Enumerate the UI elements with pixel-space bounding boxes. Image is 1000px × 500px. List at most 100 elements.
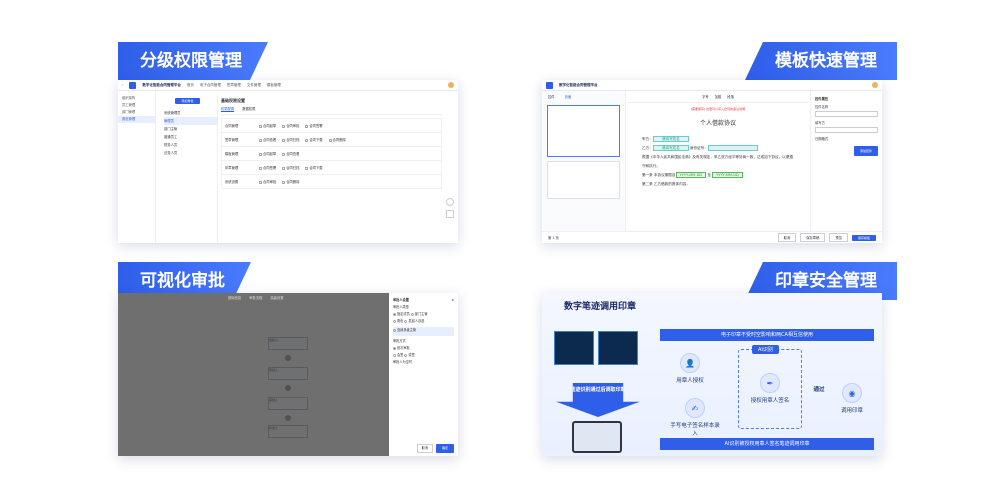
option[interactable]: 或签	[408, 353, 415, 357]
permission-table: 合同管理 合同起草 合同审批 合同签署 签章管理 合同查看 合同归档 合同下载 …	[221, 118, 442, 189]
settings-icon[interactable]	[446, 198, 454, 206]
tab-permission[interactable]: 权限配置	[221, 107, 235, 112]
thumbnail-panel: 控件 页面	[542, 91, 626, 231]
permission-checkbox[interactable]: 合同删除	[328, 137, 346, 142]
permission-title-tag: 分级权限管理	[118, 42, 268, 80]
modal-mask[interactable]	[118, 293, 389, 456]
tab-data[interactable]: 数据权限	[242, 107, 256, 111]
step-bar: 基础信息 审批流程 高级设置	[228, 295, 284, 300]
nav-item[interactable]: 首页	[186, 82, 194, 87]
id-field[interactable]	[707, 145, 758, 151]
step-item[interactable]: 高级设置	[270, 296, 284, 300]
scroll-top-icon[interactable]	[446, 210, 454, 218]
save-draft-button[interactable]: 保存草稿	[800, 233, 826, 242]
flow-step-use-seal: ◉调用印章	[832, 383, 872, 414]
avatar[interactable]	[448, 82, 454, 88]
toolbar-item[interactable]: 加粗	[714, 95, 722, 99]
drawer: 审批人设置× 审批人类型 指定成员 部门主管 角色 发起人自选 连续多级主管 审…	[389, 293, 458, 456]
sidebar-item-active[interactable]: 角色管理	[118, 116, 155, 123]
tab-pages[interactable]: 页面	[564, 95, 572, 99]
page-thumbnail[interactable]	[547, 161, 620, 199]
tab-controls[interactable]: 控件	[548, 95, 555, 99]
permission-checkbox[interactable]: 合同签署	[259, 165, 276, 170]
property-label: 控件名称	[815, 105, 829, 109]
permission-screenshot: ‹ 数字化智能合同管理平台 首页 电子合同管理 签章管理 文件管理 模板管理 组…	[118, 80, 458, 243]
option[interactable]: 会签	[397, 353, 404, 357]
section-label: 审批方式	[393, 339, 406, 343]
party-a-field[interactable]: 请填写姓名	[652, 136, 689, 142]
option[interactable]: 部门主管	[414, 312, 428, 316]
permission-checkbox[interactable]: 合同起草	[259, 123, 276, 128]
preview-button[interactable]: 预览	[829, 233, 848, 242]
properties-panel: 控件属性 控件名称 填写方 日期格式 添加控件	[810, 91, 882, 231]
permission-checkbox[interactable]: 合同查看	[259, 137, 276, 142]
permission-checkbox[interactable]: 合同归档	[282, 137, 299, 142]
footer-bar: 第 1 页 取消 保存草稿 预览 保存模板	[542, 231, 882, 243]
sidebar-item[interactable]: 组织架构	[122, 96, 136, 100]
option[interactable]: 角色	[397, 319, 404, 323]
flow-step-sample: ✍手写电子签名样本录入	[670, 398, 720, 437]
add-role-button[interactable]: 添加角色	[175, 98, 200, 104]
paragraph: 第一条 本协议期限自	[642, 173, 676, 177]
property-label: 填写方	[815, 121, 825, 125]
paragraph: 至	[707, 173, 711, 177]
permission-checkbox[interactable]: 合同归档	[282, 165, 299, 170]
role-item[interactable]: 普通员工	[164, 135, 178, 139]
permission-checkbox[interactable]: 合同删除	[282, 179, 299, 184]
save-template-button[interactable]: 保存模板	[851, 234, 876, 241]
avatar[interactable]	[872, 82, 878, 88]
paragraph: 根据《中华人民共和国民法典》及有关规定，甲乙双方经平等协商一致，达成如下协议，以…	[642, 155, 793, 168]
sidebar-item[interactable]: 员工管理	[122, 103, 136, 107]
template-title-tag: 模板快速管理	[745, 42, 897, 80]
nav-item[interactable]: 模板管理	[266, 82, 281, 87]
permission-checkbox[interactable]: 合同下载	[305, 165, 323, 170]
permission-checkbox[interactable]: 合同签署	[305, 123, 323, 128]
option[interactable]: 发起人自选	[408, 319, 425, 323]
step-item[interactable]: 审批流程	[249, 296, 263, 300]
permission-checkbox[interactable]: 合同审批	[259, 179, 276, 184]
nav-item[interactable]: 电子合同管理	[199, 82, 221, 87]
cancel-button[interactable]: 取消	[777, 233, 797, 242]
section-label: 审批人为空时	[393, 360, 413, 364]
template-screenshot: 数字化智能合同管理平台 控件 页面 字号 加粗 段落 [需要填写] 这里可以写入…	[542, 80, 882, 243]
cancel-button[interactable]: 取消	[416, 444, 433, 453]
permission-checkbox[interactable]: 合同起草	[259, 151, 276, 156]
role-item[interactable]: 财务人员	[164, 143, 178, 147]
option[interactable]: 连续多级主管	[397, 328, 417, 332]
notice-text: [需要填写] 这里可以写入合同的备注说明	[690, 107, 746, 111]
add-control-button[interactable]: 添加控件	[853, 146, 878, 156]
property-input[interactable]	[815, 127, 878, 133]
monitor-screen	[598, 331, 638, 365]
toolbar-item[interactable]: 字号	[702, 95, 709, 99]
properties-title: 控件属性	[815, 97, 829, 101]
role-item[interactable]: 系统管理员	[164, 111, 181, 115]
page-thumbnail[interactable]	[547, 105, 620, 157]
role-item[interactable]: 部门主管	[164, 127, 178, 131]
nav-item[interactable]: 签章管理	[226, 82, 241, 87]
page-label: 第 1 页	[548, 236, 559, 240]
permission-checkbox[interactable]: 合同查看	[282, 151, 299, 156]
role-item[interactable]: 法务人员	[164, 151, 178, 155]
step-item[interactable]: 基础信息	[228, 296, 242, 300]
date-field[interactable]: YYYY-MM-DD	[675, 172, 707, 178]
option[interactable]: 指定成员	[397, 312, 410, 316]
sidebar-item[interactable]: 部门管理	[122, 110, 136, 114]
permission-row: 系统设置 合同审批 合同删除	[222, 175, 441, 188]
option[interactable]: 依次审批	[397, 346, 410, 350]
signature-icon: ✒	[760, 373, 780, 393]
headline: 数字笔迹调用印章	[564, 302, 637, 312]
date-field[interactable]: YYYY-MM-DD	[712, 172, 743, 178]
property-input[interactable]	[815, 111, 878, 117]
nav-item[interactable]: 文件管理	[246, 82, 261, 87]
back-arrow-icon[interactable]: ‹	[122, 83, 124, 87]
role-item[interactable]: 管理员	[164, 117, 217, 125]
party-b-field[interactable]: 请填写姓名	[652, 145, 689, 151]
seal-machine	[572, 421, 622, 453]
permission-checkbox[interactable]: 合同下载	[305, 137, 323, 142]
sidebar: 组织架构 员工管理 部门管理 角色管理	[118, 91, 156, 243]
close-icon[interactable]: ×	[451, 298, 454, 302]
group-label: 签章管理	[225, 138, 239, 142]
permission-checkbox[interactable]: 合同审批	[282, 123, 299, 128]
toolbar-item[interactable]: 段落	[727, 95, 734, 99]
confirm-button[interactable]: 确定	[435, 444, 454, 453]
